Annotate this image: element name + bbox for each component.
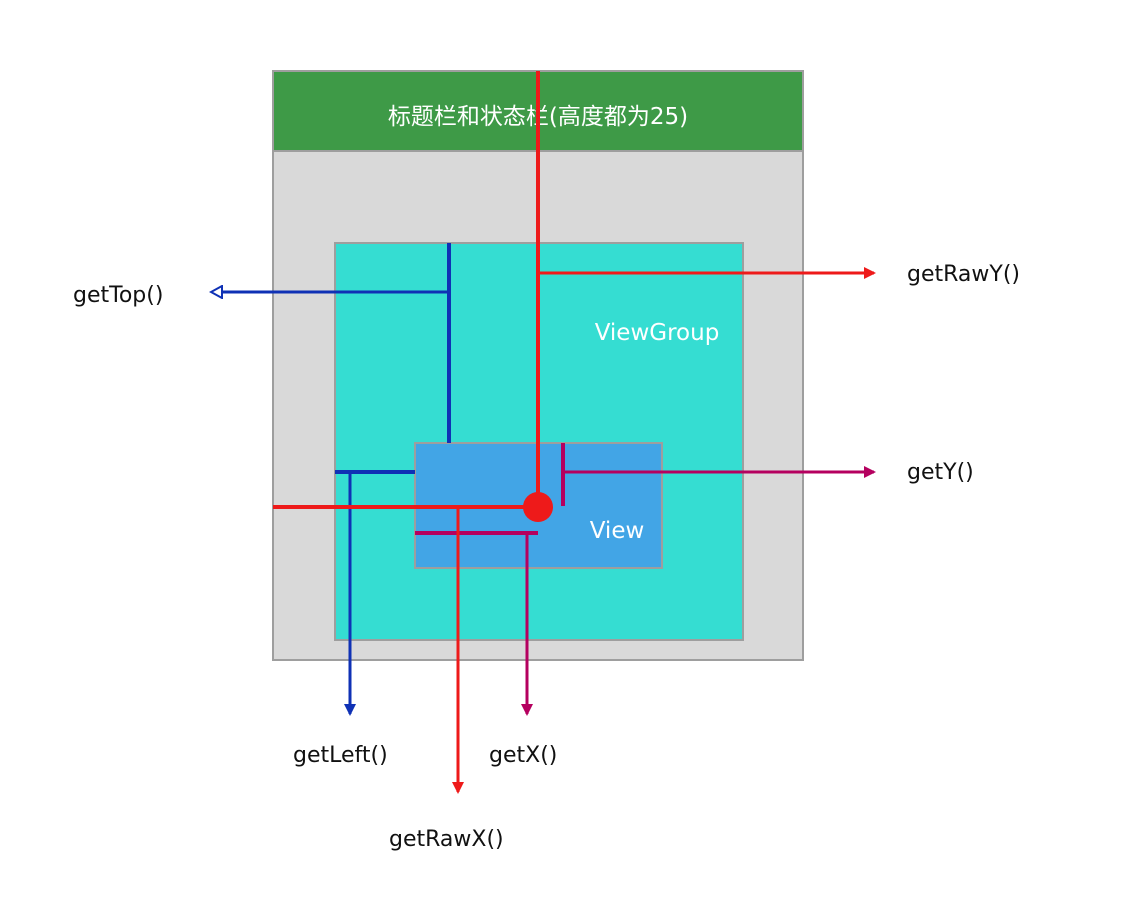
view-label: View	[590, 518, 645, 544]
get-left-label: getLeft()	[293, 743, 388, 768]
get-x-label: getX()	[489, 743, 557, 768]
get-y-label: getY()	[907, 460, 974, 485]
get-top-label: getTop()	[73, 283, 163, 308]
get-raw-x-label: getRawX()	[389, 827, 504, 852]
get-raw-y-label: getRawY()	[907, 262, 1020, 287]
touch-point	[523, 492, 553, 522]
viewgroup-label: ViewGroup	[595, 320, 720, 346]
